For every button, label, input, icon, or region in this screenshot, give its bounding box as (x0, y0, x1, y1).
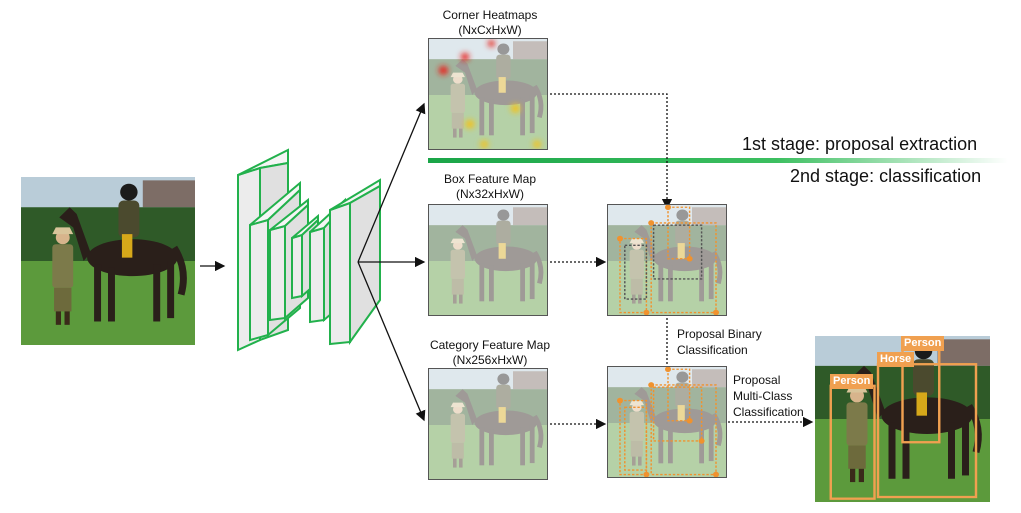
heat-spot-red-2 (460, 53, 470, 61)
corner-heatmaps-title: Corner Heatmaps (442, 8, 538, 22)
box-feature-map-image (428, 204, 548, 316)
multiclass-image (607, 366, 727, 478)
arrow-to-category (357, 261, 426, 422)
corner-heatmaps-image (428, 38, 548, 150)
corner-heatmaps-dims: (NxCxHxW) (458, 23, 522, 37)
detection-tag-horse: Horse (877, 352, 915, 367)
network-box-2 (249, 218, 269, 342)
detection-box-horse (876, 363, 978, 499)
box-feature-map-dims: (Nx32xHxW) (456, 187, 524, 201)
multiclass-line3: Classification (733, 405, 804, 419)
heat-spot-red-1 (438, 65, 449, 75)
stage-divider-line (428, 158, 1008, 163)
proposal-box-3 (667, 206, 691, 260)
multiclass-line2: Multi-Class (733, 389, 793, 403)
backbone-network (237, 148, 381, 352)
stage-2-label: 2nd stage: classification (790, 166, 982, 186)
detection-result-image: Person Horse Person (815, 336, 990, 502)
category-feature-map-title: Category Feature Map (429, 338, 551, 352)
network-box-4 (291, 233, 303, 300)
proposal-box-1 (619, 237, 648, 314)
binary-classification-line2: Classification (677, 343, 748, 357)
category-feature-map-dims: (Nx256xHxW) (452, 353, 528, 367)
binary-classification-line1: Proposal Binary (677, 327, 762, 341)
arrows (200, 93, 814, 430)
input-image (21, 177, 195, 345)
proposal-image (607, 204, 727, 316)
proposal-box-4 (652, 224, 703, 280)
network-box-5 (309, 226, 325, 324)
multiclass-line1: Proposal (733, 373, 781, 387)
heat-spot-yellow-2 (510, 103, 521, 113)
heat-spot-yellow-1 (465, 119, 475, 129)
proposal-box-5 (624, 244, 648, 300)
network-box-6 (329, 201, 351, 346)
box-feature-map-title: Box Feature Map (443, 172, 537, 186)
heat-spot-yellow-3 (480, 140, 489, 149)
network-box-3 (269, 224, 286, 322)
detection-tag-person-left: Person (830, 374, 874, 389)
category-feature-map-image (428, 368, 548, 480)
detection-tag-person-rider: Person (901, 336, 945, 351)
heat-spot-yellow-4 (532, 140, 542, 149)
stage-1-label: 1st stage: proposal extraction (742, 134, 978, 154)
proposal-box-2 (650, 222, 717, 314)
corner-to-proposal-arrow (550, 93, 673, 210)
arrow-to-corner (357, 102, 426, 263)
heat-spot-red-3 (487, 40, 495, 47)
